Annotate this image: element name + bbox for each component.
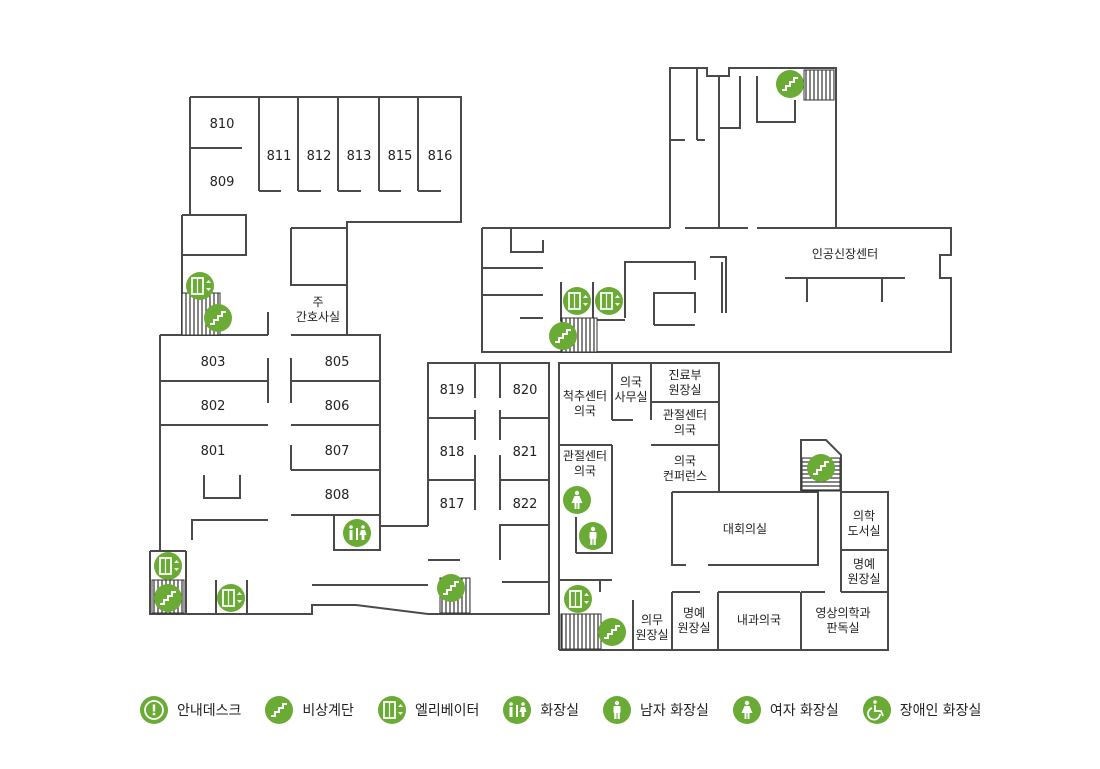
main-conference-room: 대회의실 [723, 522, 767, 536]
emergency-stairs-icon [436, 573, 466, 603]
room-815: 815 [388, 149, 413, 164]
joint-center-office-a-1: 관절센터 [663, 408, 707, 422]
legend-label: 안내데스크 [177, 703, 242, 719]
elevator-icon [562, 286, 592, 316]
emergency-stairs-icon [203, 303, 233, 333]
affairs-director-1: 의무 [641, 613, 663, 627]
elevator-icon [185, 271, 215, 301]
legend-label: 화장실 [540, 703, 579, 719]
room-labels: 810 809 811 812 813 815 816 주 간호사실 803 8… [201, 117, 881, 642]
honorary-director-bottom-1: 명예 [683, 606, 705, 620]
map-markers [153, 69, 836, 647]
office-conference-1: 의국 [674, 454, 696, 468]
room-820: 820 [513, 383, 538, 398]
legend-item-mens-restroom: 남자 화장실 [602, 696, 709, 724]
room-813: 813 [347, 149, 372, 164]
womens-restroom-icon [732, 696, 761, 724]
room-805: 805 [325, 355, 350, 370]
room-818: 818 [440, 445, 465, 460]
room-802: 802 [201, 399, 226, 414]
room-811: 811 [267, 149, 292, 164]
accessible-restroom-icon [862, 696, 891, 724]
legend-label: 엘리베이터 [414, 703, 480, 719]
elevator-icon [216, 583, 246, 613]
medical-director-1: 진료부 [668, 368, 701, 382]
restroom-icon [343, 519, 371, 547]
floor-plan: 810 809 811 812 813 815 816 주 간호사실 803 8… [149, 67, 952, 651]
room-819: 819 [440, 383, 465, 398]
room-812: 812 [307, 149, 332, 164]
mens-restroom-icon [602, 696, 631, 724]
room-807: 807 [325, 444, 350, 459]
honorary-director-bottom-2: 원장실 [677, 621, 710, 635]
room-808: 808 [325, 488, 350, 503]
room-803: 803 [201, 355, 226, 370]
joint-center-office-b-1: 관절센터 [563, 449, 607, 463]
room-821: 821 [513, 445, 538, 460]
radiology-reading-1: 영상의학과 [815, 606, 870, 620]
room-822: 822 [513, 497, 538, 512]
honorary-director-right-1: 명예 [853, 557, 875, 571]
womens-restroom-icon [563, 486, 591, 514]
info-desk-icon [140, 696, 168, 724]
room-810: 810 [210, 117, 235, 132]
room-816: 816 [428, 149, 453, 164]
legend-item-info-desk: 안내데스크 [140, 696, 241, 724]
spine-center-office-2: 의국 [574, 404, 596, 418]
legend-item-restroom: 화장실 [503, 696, 579, 724]
nurse-station-label-2: 간호사실 [296, 310, 340, 324]
elevator-icon [594, 286, 624, 316]
room-806: 806 [325, 399, 350, 414]
legend-label: 여자 화장실 [769, 703, 839, 719]
emergency-stairs-icon [806, 453, 836, 483]
joint-center-office-a-2: 의국 [674, 423, 696, 437]
legend-item-emergency-stairs: 비상계단 [265, 696, 354, 724]
joint-center-office-b-2: 의국 [574, 464, 596, 478]
legend-label: 장애인 화장실 [899, 703, 982, 719]
emergency-stairs-icon [265, 696, 294, 724]
medical-library-2: 도서실 [847, 524, 880, 538]
stair-wells [151, 69, 841, 650]
legend-item-accessible-restroom: 장애인 화장실 [862, 696, 982, 724]
medical-director-2: 원장실 [668, 383, 701, 397]
affairs-director-2: 원장실 [635, 628, 668, 642]
internal-medicine-office: 내과의국 [737, 613, 781, 627]
restroom-icon [503, 696, 532, 724]
spine-center-office-1: 척추센터 [563, 389, 607, 403]
legend-item-womens-restroom: 여자 화장실 [732, 696, 839, 724]
artificial-kidney-center: 인공신장센터 [812, 247, 878, 261]
emergency-stairs-icon [153, 583, 183, 613]
elevator-icon [377, 696, 406, 724]
nurse-station-label-1: 주 [312, 295, 323, 309]
legend-label: 비상계단 [302, 703, 354, 719]
radiology-reading-2: 판독실 [826, 621, 859, 635]
elevator-icon [153, 551, 183, 581]
walls [149, 67, 952, 651]
room-801: 801 [201, 444, 226, 459]
med-office-2: 사무실 [614, 390, 647, 404]
med-office-1: 의국 [620, 375, 642, 389]
legend-item-elevator: 엘리베이터 [377, 696, 480, 724]
room-809: 809 [210, 175, 235, 190]
emergency-stairs-icon [548, 321, 578, 351]
legend-label: 남자 화장실 [639, 703, 709, 719]
medical-library-1: 의학 [853, 509, 875, 523]
mens-restroom-icon [579, 522, 607, 550]
room-817: 817 [440, 497, 465, 512]
office-conference-2: 컨퍼런스 [663, 469, 707, 483]
honorary-director-right-2: 원장실 [847, 572, 880, 586]
elevator-icon [563, 584, 593, 614]
legend: 안내데스크 비상계단 엘리베이터 화장실 남자 화장실 여자 화장실 장애인 화… [140, 694, 1005, 726]
emergency-stairs-icon [775, 69, 805, 99]
emergency-stairs-icon [597, 617, 627, 647]
